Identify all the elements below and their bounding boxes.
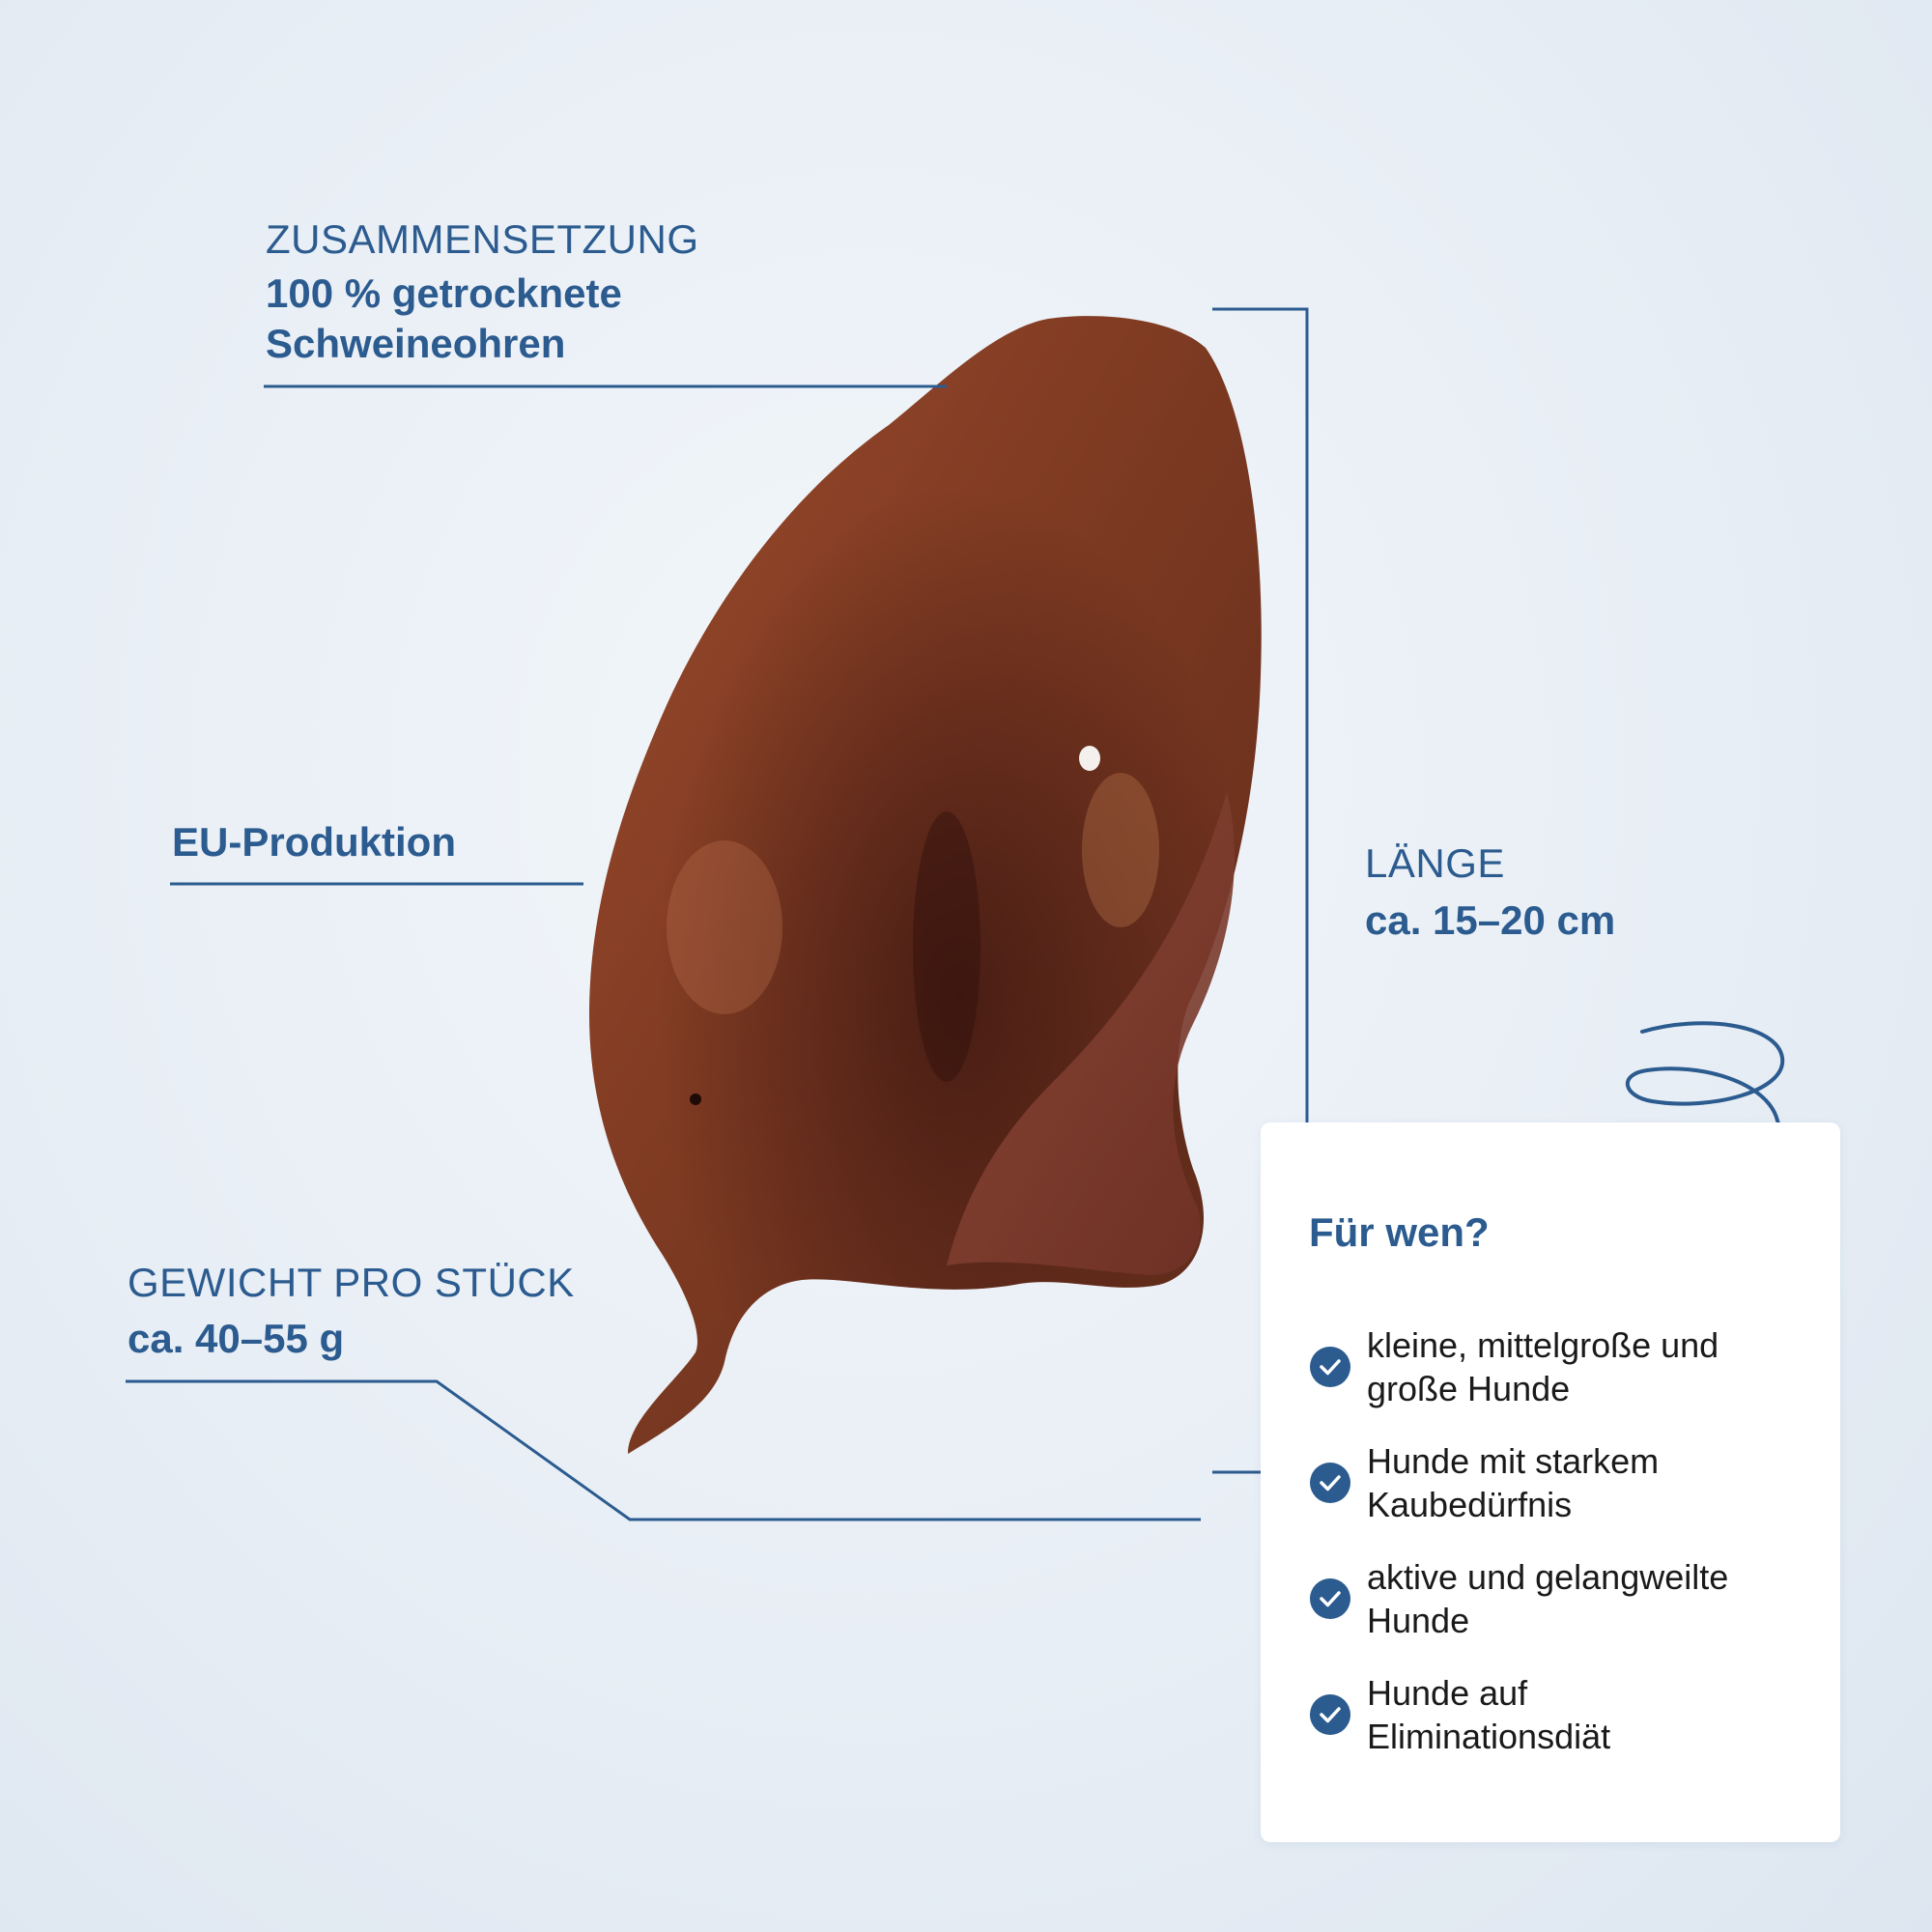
composition-value-line2: Schweineohren	[266, 321, 566, 366]
list-item-line1: Hunde auf	[1367, 1673, 1528, 1713]
composition-heading: ZUSAMMENSETZUNG	[266, 216, 699, 262]
length-bracket	[1212, 307, 1309, 1122]
list-item-line2: Kaubedürfnis	[1367, 1485, 1573, 1524]
check-circle-icon	[1310, 1694, 1350, 1735]
list-item: Hunde auf Eliminationsdiät	[1309, 1671, 1811, 1758]
list-item-text: kleine, mittelgroße und große Hunde	[1367, 1323, 1719, 1410]
card-title: Für wen?	[1309, 1209, 1490, 1255]
check-circle-icon	[1310, 1463, 1350, 1503]
list-item: aktive und gelangweilte Hunde	[1309, 1555, 1811, 1642]
list-item: Hunde mit starkem Kaubedürfnis	[1309, 1439, 1811, 1526]
length-heading: LÄNGE	[1365, 840, 1505, 886]
check-circle-icon	[1310, 1578, 1350, 1619]
check-circle-icon	[1310, 1347, 1350, 1387]
origin-value: EU-Produktion	[172, 819, 456, 865]
list-item: kleine, mittelgroße und große Hunde	[1309, 1323, 1811, 1410]
list-item-line2: große Hunde	[1367, 1369, 1571, 1408]
composition-value-line1: 100 % getrocknete	[266, 270, 622, 316]
list-item-line1: Hunde mit starkem	[1367, 1441, 1660, 1481]
list-item-line1: aktive und gelangweilte	[1367, 1557, 1729, 1597]
list-item-text: aktive und gelangweilte Hunde	[1367, 1555, 1728, 1642]
list-item-line1: kleine, mittelgroße und	[1367, 1325, 1719, 1365]
list-item-line2: Hunde	[1367, 1601, 1470, 1640]
weight-value: ca. 40–55 g	[128, 1316, 345, 1361]
list-item-text: Hunde mit starkem Kaubedürfnis	[1367, 1439, 1659, 1526]
target-audience-card: Für wen? kleine, mittelgroße und große H…	[1261, 1122, 1840, 1842]
weight-heading: GEWICHT PRO STÜCK	[128, 1260, 575, 1305]
list-item-text: Hunde auf Eliminationsdiät	[1367, 1671, 1610, 1758]
length-value: ca. 15–20 cm	[1365, 897, 1616, 943]
weight-leader	[126, 1379, 1201, 1521]
list-item-line2: Eliminationsdiät	[1367, 1717, 1611, 1756]
